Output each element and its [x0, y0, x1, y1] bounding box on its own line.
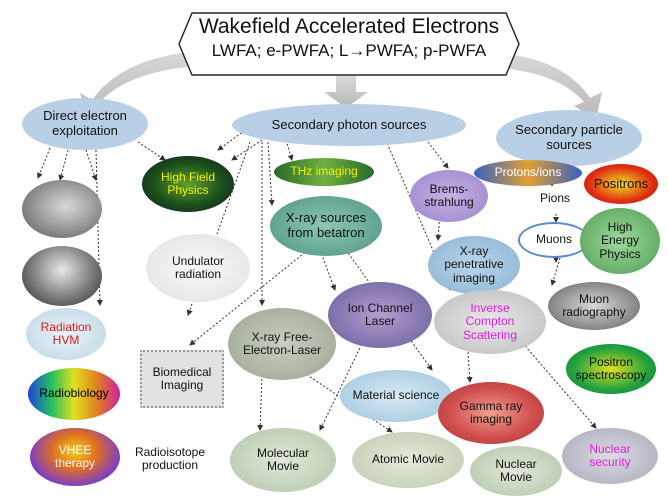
big-arrow-left: [80, 52, 196, 120]
category-secondary-particle: Secondary particle sources: [496, 110, 642, 166]
gamma-ray-imaging-node: Gamma ray imaging: [438, 382, 544, 444]
diagram-subtitle: LWFA; e-PWFA; L→PWFA; p-PWFA: [211, 41, 487, 60]
big-arrow-center: [324, 76, 368, 108]
atomic-movie-node: Atomic Movie: [352, 432, 464, 488]
inverse-compton-node: Inverse Compton Scattering: [434, 290, 546, 354]
title-box: [178, 12, 520, 76]
material-science-node: Material science: [340, 370, 452, 422]
bremsstrahlung-node: Brems- strahlung: [410, 170, 488, 222]
high-field-physics-node: High Field Physics: [142, 156, 234, 212]
nuclear-movie-node: Nuclear Movie: [470, 446, 562, 496]
pions-node: Pions: [526, 186, 584, 212]
electron-image-1: [22, 180, 102, 238]
muons-node: Muons: [518, 222, 590, 258]
electron-image-2: [22, 246, 102, 306]
undulator-radiation-node: Undulator radiation: [146, 234, 250, 302]
biomedical-imaging-node: Biomedical Imaging: [140, 350, 224, 408]
xfel-node: X-ray Free- Electron-Laser: [228, 308, 336, 380]
nuclear-security-node: Nuclear security: [562, 428, 658, 484]
radiobiology-node: Radiobiology: [28, 368, 120, 420]
ion-channel-laser-node: Ion Channel Laser: [328, 282, 432, 348]
radiation-hvm-node: Radiation HVM: [26, 308, 106, 360]
big-arrow-right: [502, 54, 602, 120]
radioisotope-production-node: Radioisotope production: [124, 430, 216, 488]
category-secondary-photon: Secondary photon sources: [232, 104, 466, 146]
title-group: Wakefield Accelerated Electrons LWFA; e-…: [178, 14, 520, 62]
category-direct-electron: Direct electron exploitation: [22, 98, 148, 150]
thz-imaging-node: THz imaging: [274, 158, 374, 186]
molecular-movie-node: Molecular Movie: [230, 428, 336, 492]
diagram-title: Wakefield Accelerated Electrons: [198, 15, 500, 38]
protons-ions-node: Protons/ions: [474, 160, 582, 186]
positron-spectroscopy-node: Positron spectroscopy: [566, 344, 656, 394]
high-energy-physics-node: High Energy Physics: [580, 208, 660, 274]
positrons-node: Positrons: [584, 164, 658, 204]
vhee-therapy-node: VHEE therapy: [30, 428, 120, 486]
betatron-xray-node: X-ray sources from betatron: [270, 196, 382, 256]
muon-radiography-node: Muon radiography: [548, 282, 640, 330]
xray-penetrative-imaging-node: X-ray penetrative imaging: [428, 236, 520, 294]
